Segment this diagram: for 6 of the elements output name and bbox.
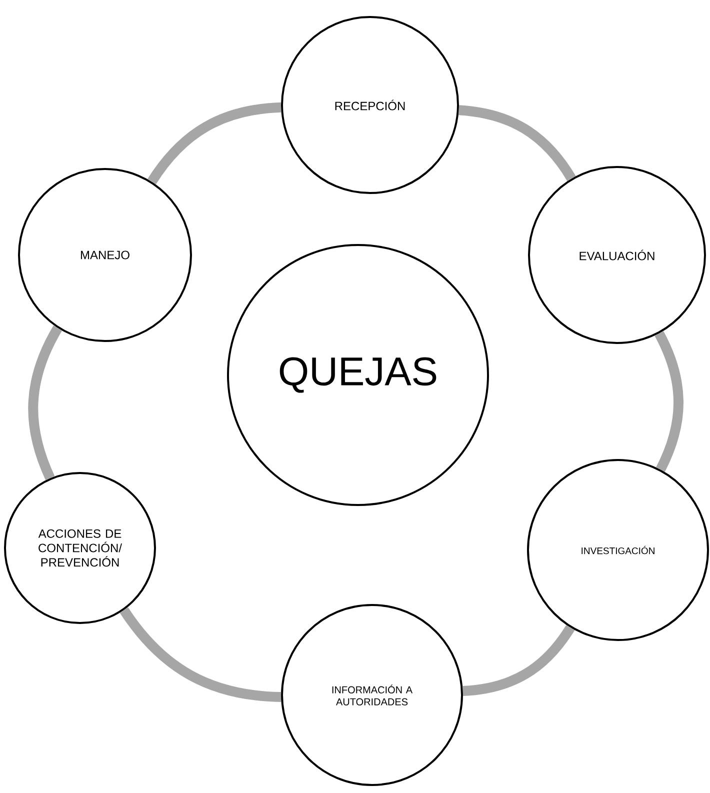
- ring-segment: [654, 331, 684, 472]
- ring-segment: [28, 326, 62, 480]
- ring-segment: [148, 102, 282, 184]
- ring-segment: [120, 607, 282, 702]
- ring-segment: [462, 624, 575, 696]
- ring-segment: [458, 105, 576, 182]
